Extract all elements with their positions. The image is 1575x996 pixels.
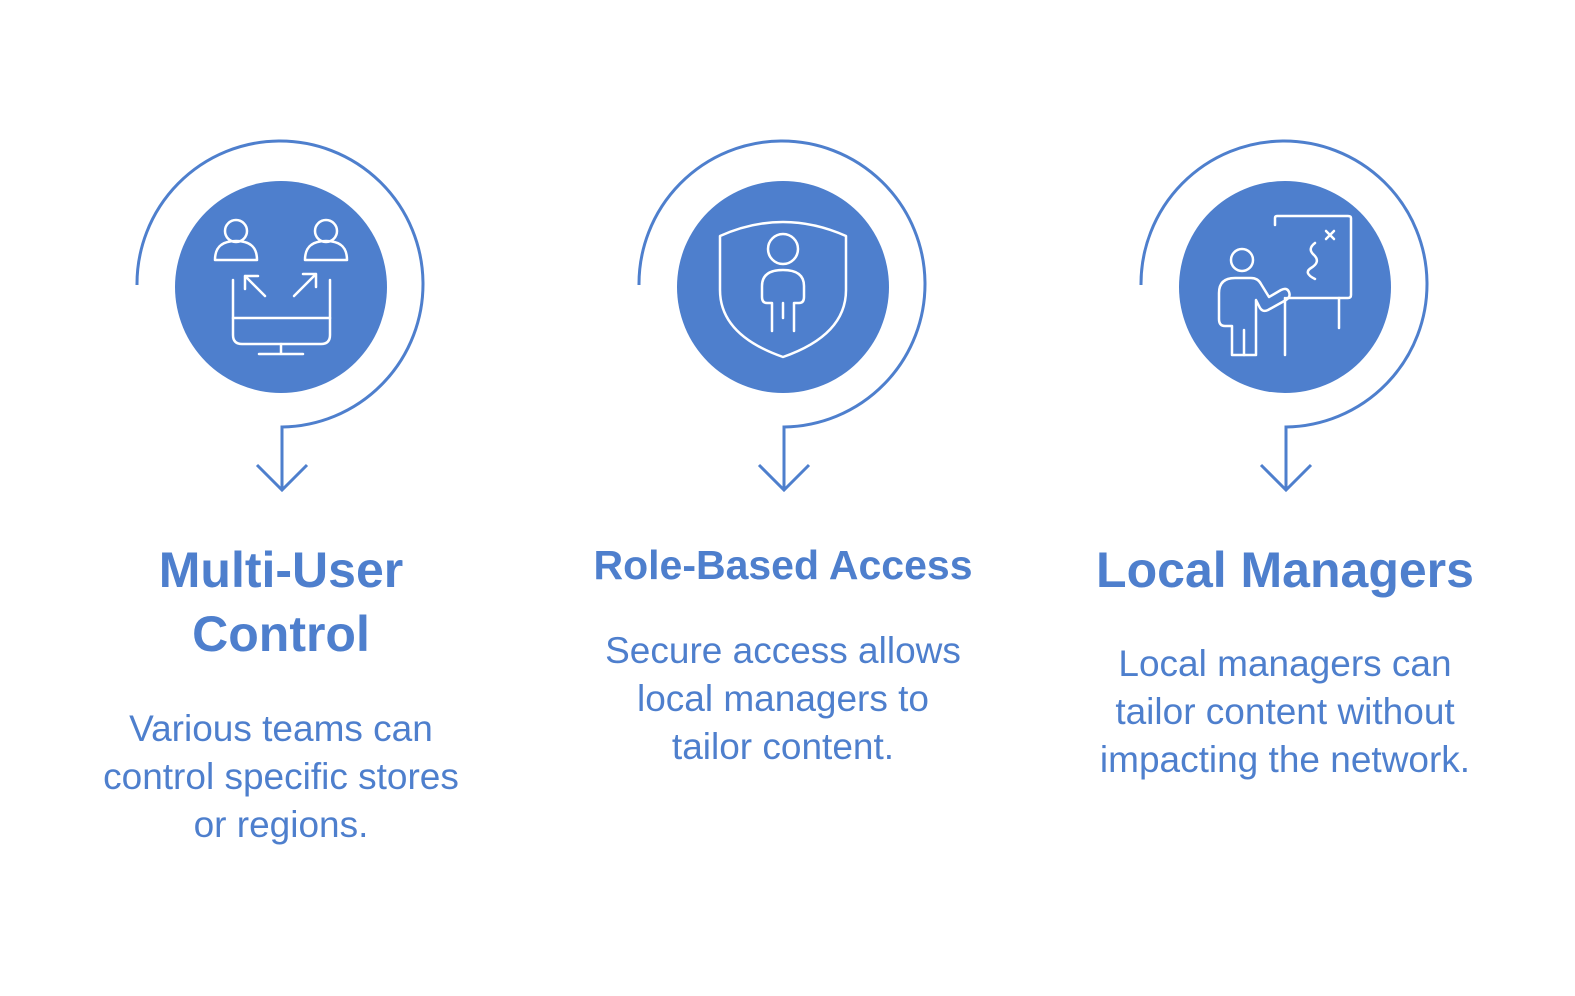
- step-title: Multi-User Control: [158, 542, 404, 662]
- step-graphic: [637, 139, 927, 493]
- step-title: Local Managers: [1096, 542, 1474, 598]
- circular-arrow-ring: [637, 139, 927, 490]
- circular-arrow-ring: [1139, 139, 1429, 490]
- step-graphic: [1139, 139, 1429, 493]
- step-description: Local managers can tailor content withou…: [1099, 643, 1471, 780]
- step-card-local-managers: Local Managers Local managers can tailor…: [1065, 0, 1505, 996]
- down-arrow-head: [1259, 463, 1313, 493]
- step-card-role-based-access: Role-Based Access Secure access allows l…: [563, 0, 1003, 996]
- users-monitor-icon: [213, 218, 349, 356]
- icon-badge-circle: [1179, 181, 1391, 393]
- step-description: Secure access allows local managers to t…: [605, 630, 961, 767]
- circular-arrow-ring: [135, 139, 425, 490]
- down-arrow-head: [757, 463, 811, 493]
- shield-user-icon: [718, 220, 848, 359]
- step-graphic: [135, 139, 425, 493]
- step-description: Various teams can control specific store…: [103, 708, 459, 845]
- presenter-board-icon: [1217, 214, 1353, 357]
- step-card-multi-user-control: Multi-User Control Various teams can con…: [61, 0, 501, 996]
- icon-badge-circle: [175, 181, 387, 393]
- icon-badge-circle: [677, 181, 889, 393]
- step-title: Role-Based Access: [593, 542, 973, 588]
- down-arrow-head: [255, 463, 309, 493]
